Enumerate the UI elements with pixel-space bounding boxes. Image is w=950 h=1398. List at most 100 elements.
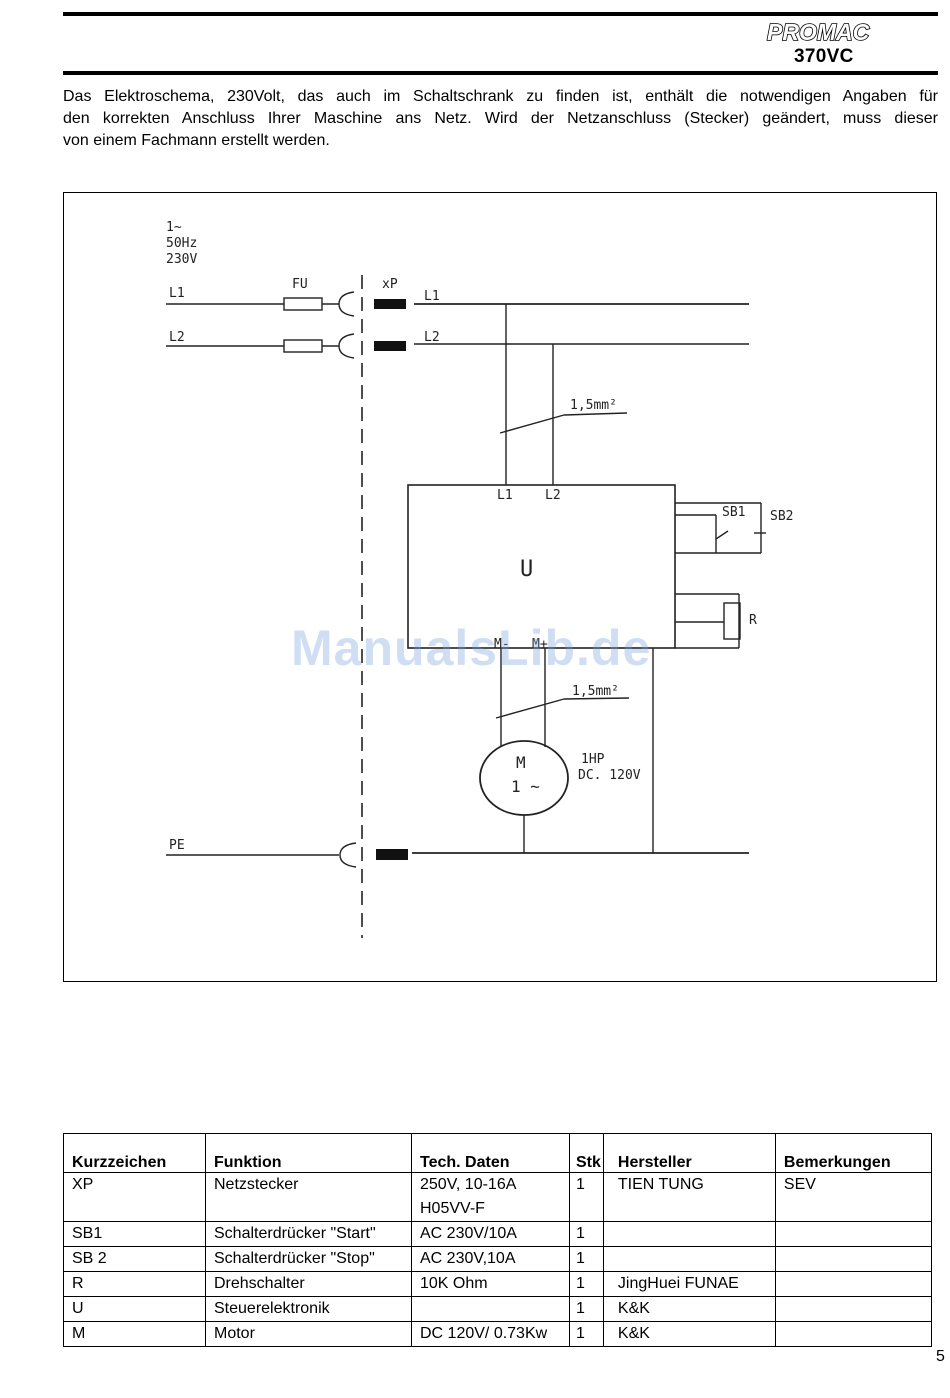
cell-qty: 1 [569, 1296, 604, 1322]
supply-frequency: 50Hz [166, 236, 197, 251]
table-row: SB 2 Schalterdrücker "Stop" AC 230V,10A … [63, 1246, 933, 1272]
intro-line: von einem Fachmann erstellt werden. [63, 132, 330, 149]
sb1-contact [715, 530, 729, 540]
cell-qty: 1 [569, 1271, 604, 1297]
socket-l2 [338, 333, 355, 359]
cell-function: Netzstecker [205, 1172, 412, 1222]
cell-note [774, 1296, 933, 1322]
cell-note: SEV [774, 1172, 933, 1222]
cell-qty: 1 [569, 1172, 604, 1222]
cell-code: XP [63, 1172, 206, 1222]
cell-code: SB 2 [63, 1246, 206, 1272]
resistor-r [723, 602, 741, 640]
header-hersteller: Hersteller [602, 1133, 776, 1173]
pe-label: PE [169, 838, 185, 853]
cell-qty: 1 [569, 1246, 604, 1272]
fuse-label: FU [292, 277, 308, 292]
motor-type: 1 ~ [511, 777, 540, 796]
table-row: M Motor DC 120V/ 0.73Kw 1 K&K [63, 1321, 933, 1347]
unit-l1-label: L1 [497, 488, 513, 503]
cell-note [774, 1271, 933, 1297]
cell-tech: AC 230V,10A [411, 1246, 570, 1272]
table-row: U Steuerelektronik 1 K&K [63, 1296, 933, 1322]
cell-tech [411, 1296, 570, 1322]
header-tech-daten: Tech. Daten [411, 1133, 570, 1173]
motor-minus-label: M- [494, 637, 510, 652]
cell-function: Schalterdrücker "Stop" [205, 1246, 412, 1272]
control-unit-label: U [520, 557, 533, 582]
cell-code: U [63, 1296, 206, 1322]
parts-list-table: Kurzzeichen Funktion Tech. Daten Stk Her… [63, 1133, 933, 1347]
cell-function: Schalterdrücker "Start" [205, 1221, 412, 1247]
cell-tech-line: H05VV-F [420, 1200, 485, 1217]
cell-tech: AC 230V/10A [411, 1221, 570, 1247]
supply-voltage: 230V [166, 252, 197, 267]
plug-l1-label: L1 [424, 289, 440, 304]
cell-maker: K&K [602, 1296, 776, 1322]
table-row: XP Netzstecker 250V, 10-16A H05VV-F 1 TI… [63, 1172, 933, 1222]
header-kurzzeichen: Kurzzeichen [63, 1133, 206, 1173]
wire-marker-lower [495, 698, 565, 719]
line-l1-label: L1 [169, 286, 185, 301]
promac-logo: PROMAC [766, 18, 870, 46]
cell-function: Motor [205, 1321, 412, 1347]
page-number: 5 [936, 1348, 945, 1365]
cell-maker: TIEN TUNG [602, 1172, 776, 1222]
cell-maker: JingHuei FUNAE [602, 1271, 776, 1297]
cell-note [774, 1321, 933, 1347]
wire-marker-upper [499, 414, 565, 434]
table-header-row: Kurzzeichen Funktion Tech. Daten Stk Her… [63, 1133, 933, 1173]
fuse-l1 [283, 297, 323, 311]
cell-function: Drehschalter [205, 1271, 412, 1297]
model-number: 370VC [794, 46, 854, 67]
plug-pin-l2 [374, 341, 406, 351]
cell-code: M [63, 1321, 206, 1347]
wire-size-upper: 1,5mm² [570, 398, 617, 413]
sb2-label: SB2 [770, 509, 793, 524]
wire-marker-lower-leader [563, 697, 630, 700]
motor-power: 1HP [581, 752, 605, 767]
control-unit-box [407, 484, 676, 649]
plug-label: xP [382, 277, 398, 292]
sb1-label: SB1 [722, 505, 745, 520]
motor-voltage: DC. 120V [578, 768, 641, 783]
cell-code: R [63, 1271, 206, 1297]
socket-pe [339, 842, 357, 868]
wire-marker-upper-leader [563, 412, 628, 416]
cell-qty: 1 [569, 1321, 604, 1347]
fuse-l2 [283, 339, 323, 353]
resistor-label: R [749, 613, 757, 628]
cell-tech: 250V, 10-16A H05VV-F [411, 1172, 570, 1222]
intro-line: Das Elektroschema, 230Volt, das auch im … [63, 88, 938, 105]
socket-l1 [338, 291, 355, 317]
supply-label: 1~ 50Hz 230V [166, 220, 197, 267]
cell-note [774, 1221, 933, 1247]
cell-qty: 1 [569, 1221, 604, 1247]
table-row: SB1 Schalterdrücker "Start" AC 230V/10A … [63, 1221, 933, 1247]
header-rule-top [63, 12, 938, 16]
cell-maker [602, 1221, 776, 1247]
unit-l2-label: L2 [545, 488, 561, 503]
header-bemerkungen: Bemerkungen [774, 1133, 933, 1173]
cell-maker [602, 1246, 776, 1272]
motor-label: M [516, 753, 526, 772]
plug-pin-l1 [374, 299, 406, 309]
brand-text: PROMAC [767, 19, 870, 45]
cell-tech-line: 250V, 10-16A [420, 1176, 517, 1193]
table-row: R Drehschalter 10K Ohm 1 JingHuei FUNAE [63, 1271, 933, 1297]
plug-pin-pe [376, 849, 408, 860]
cell-maker: K&K [602, 1321, 776, 1347]
cell-code: SB1 [63, 1221, 206, 1247]
supply-phase: 1~ [166, 220, 182, 235]
watermark: ManualsLib.de [291, 620, 652, 676]
header-funktion: Funktion [205, 1133, 412, 1173]
header-stk: Stk [569, 1133, 604, 1173]
cell-note [774, 1246, 933, 1272]
motor-plus-label: M+ [532, 637, 548, 652]
line-l2-label: L2 [169, 330, 185, 345]
wiring-diagram-svg: 1~ 50Hz 230V L1 FU L2 xP L1 L2 1,5mm² [166, 220, 793, 938]
intro-line: den korrekten Anschluss Ihrer Maschine a… [63, 110, 938, 127]
intro-paragraph: Das Elektroschema, 230Volt, das auch im … [63, 86, 938, 152]
header-rule-bottom [63, 71, 938, 75]
plug-l2-label: L2 [424, 330, 440, 345]
